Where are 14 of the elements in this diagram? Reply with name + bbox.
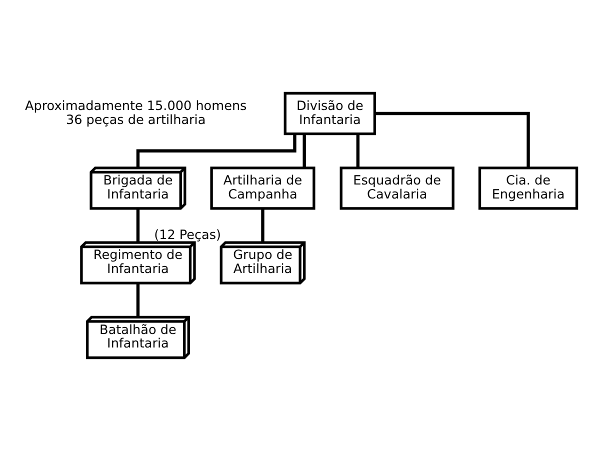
node-box: Cia. de Engenharia	[478, 166, 578, 210]
node-box: Artilharia de Campanha	[210, 166, 316, 210]
connector	[302, 134, 306, 168]
connector	[136, 283, 140, 318]
label: 36 peças de artilharia	[66, 112, 206, 128]
node-box: Esquadrão de Cavalaria	[340, 166, 454, 210]
connector	[136, 134, 296, 168]
label: Aproximadamente 15.000 homens	[24, 98, 247, 114]
connector	[261, 208, 264, 242]
connector	[136, 208, 140, 242]
connector	[356, 134, 360, 168]
connector	[374, 112, 530, 168]
node-label: (12 Peças)	[154, 228, 222, 243]
node-box: Divisão de Infantaria	[284, 92, 376, 136]
